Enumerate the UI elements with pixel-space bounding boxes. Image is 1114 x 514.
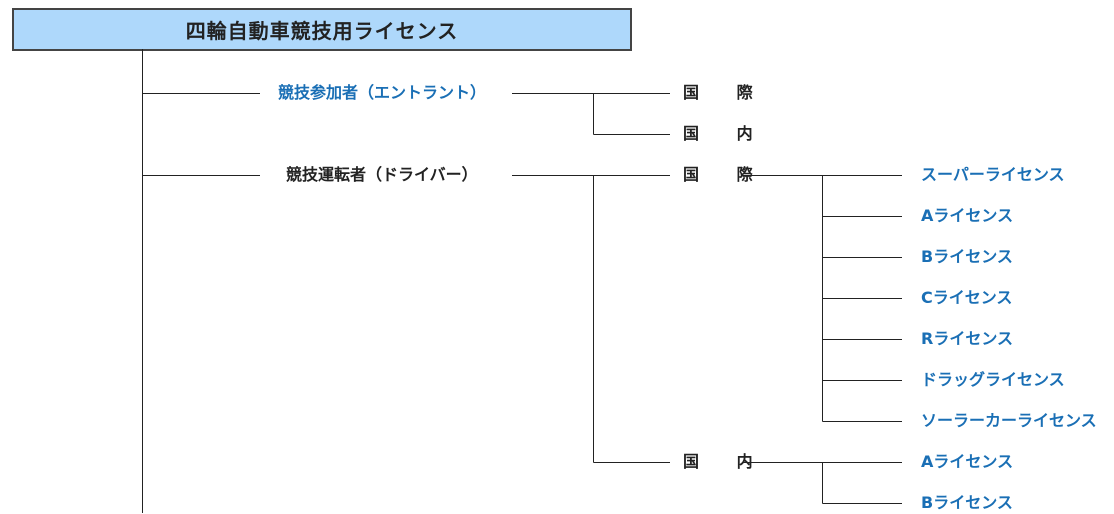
license-intl-b[interactable]: Bライセンス: [921, 247, 1013, 266]
license-dom-b[interactable]: Bライセンス: [921, 493, 1013, 512]
node-driver: 競技運転者（ドライバー）: [286, 165, 478, 184]
node-entrant-domestic: 国 内: [683, 124, 769, 143]
license-intl-solar-car[interactable]: ソーラーカーライセンス: [921, 411, 1097, 430]
license-intl-super[interactable]: スーパーライセンス: [921, 165, 1065, 184]
license-intl-c[interactable]: Cライセンス: [921, 288, 1013, 307]
node-entrant-international: 国 際: [683, 83, 769, 102]
root-title: 四輪自動車競技用ライセンス: [185, 19, 459, 43]
node-driver-domestic: 国 内: [683, 452, 769, 471]
license-intl-drag[interactable]: ドラッグライセンス: [921, 370, 1065, 389]
license-intl-a[interactable]: Aライセンス: [921, 206, 1014, 225]
root-title-box: 四輪自動車競技用ライセンス: [12, 8, 632, 51]
node-entrant[interactable]: 競技参加者（エントラント）: [278, 83, 487, 102]
license-dom-a[interactable]: Aライセンス: [921, 452, 1014, 471]
node-driver-international: 国 際: [683, 165, 769, 184]
license-intl-r[interactable]: Rライセンス: [921, 329, 1014, 348]
